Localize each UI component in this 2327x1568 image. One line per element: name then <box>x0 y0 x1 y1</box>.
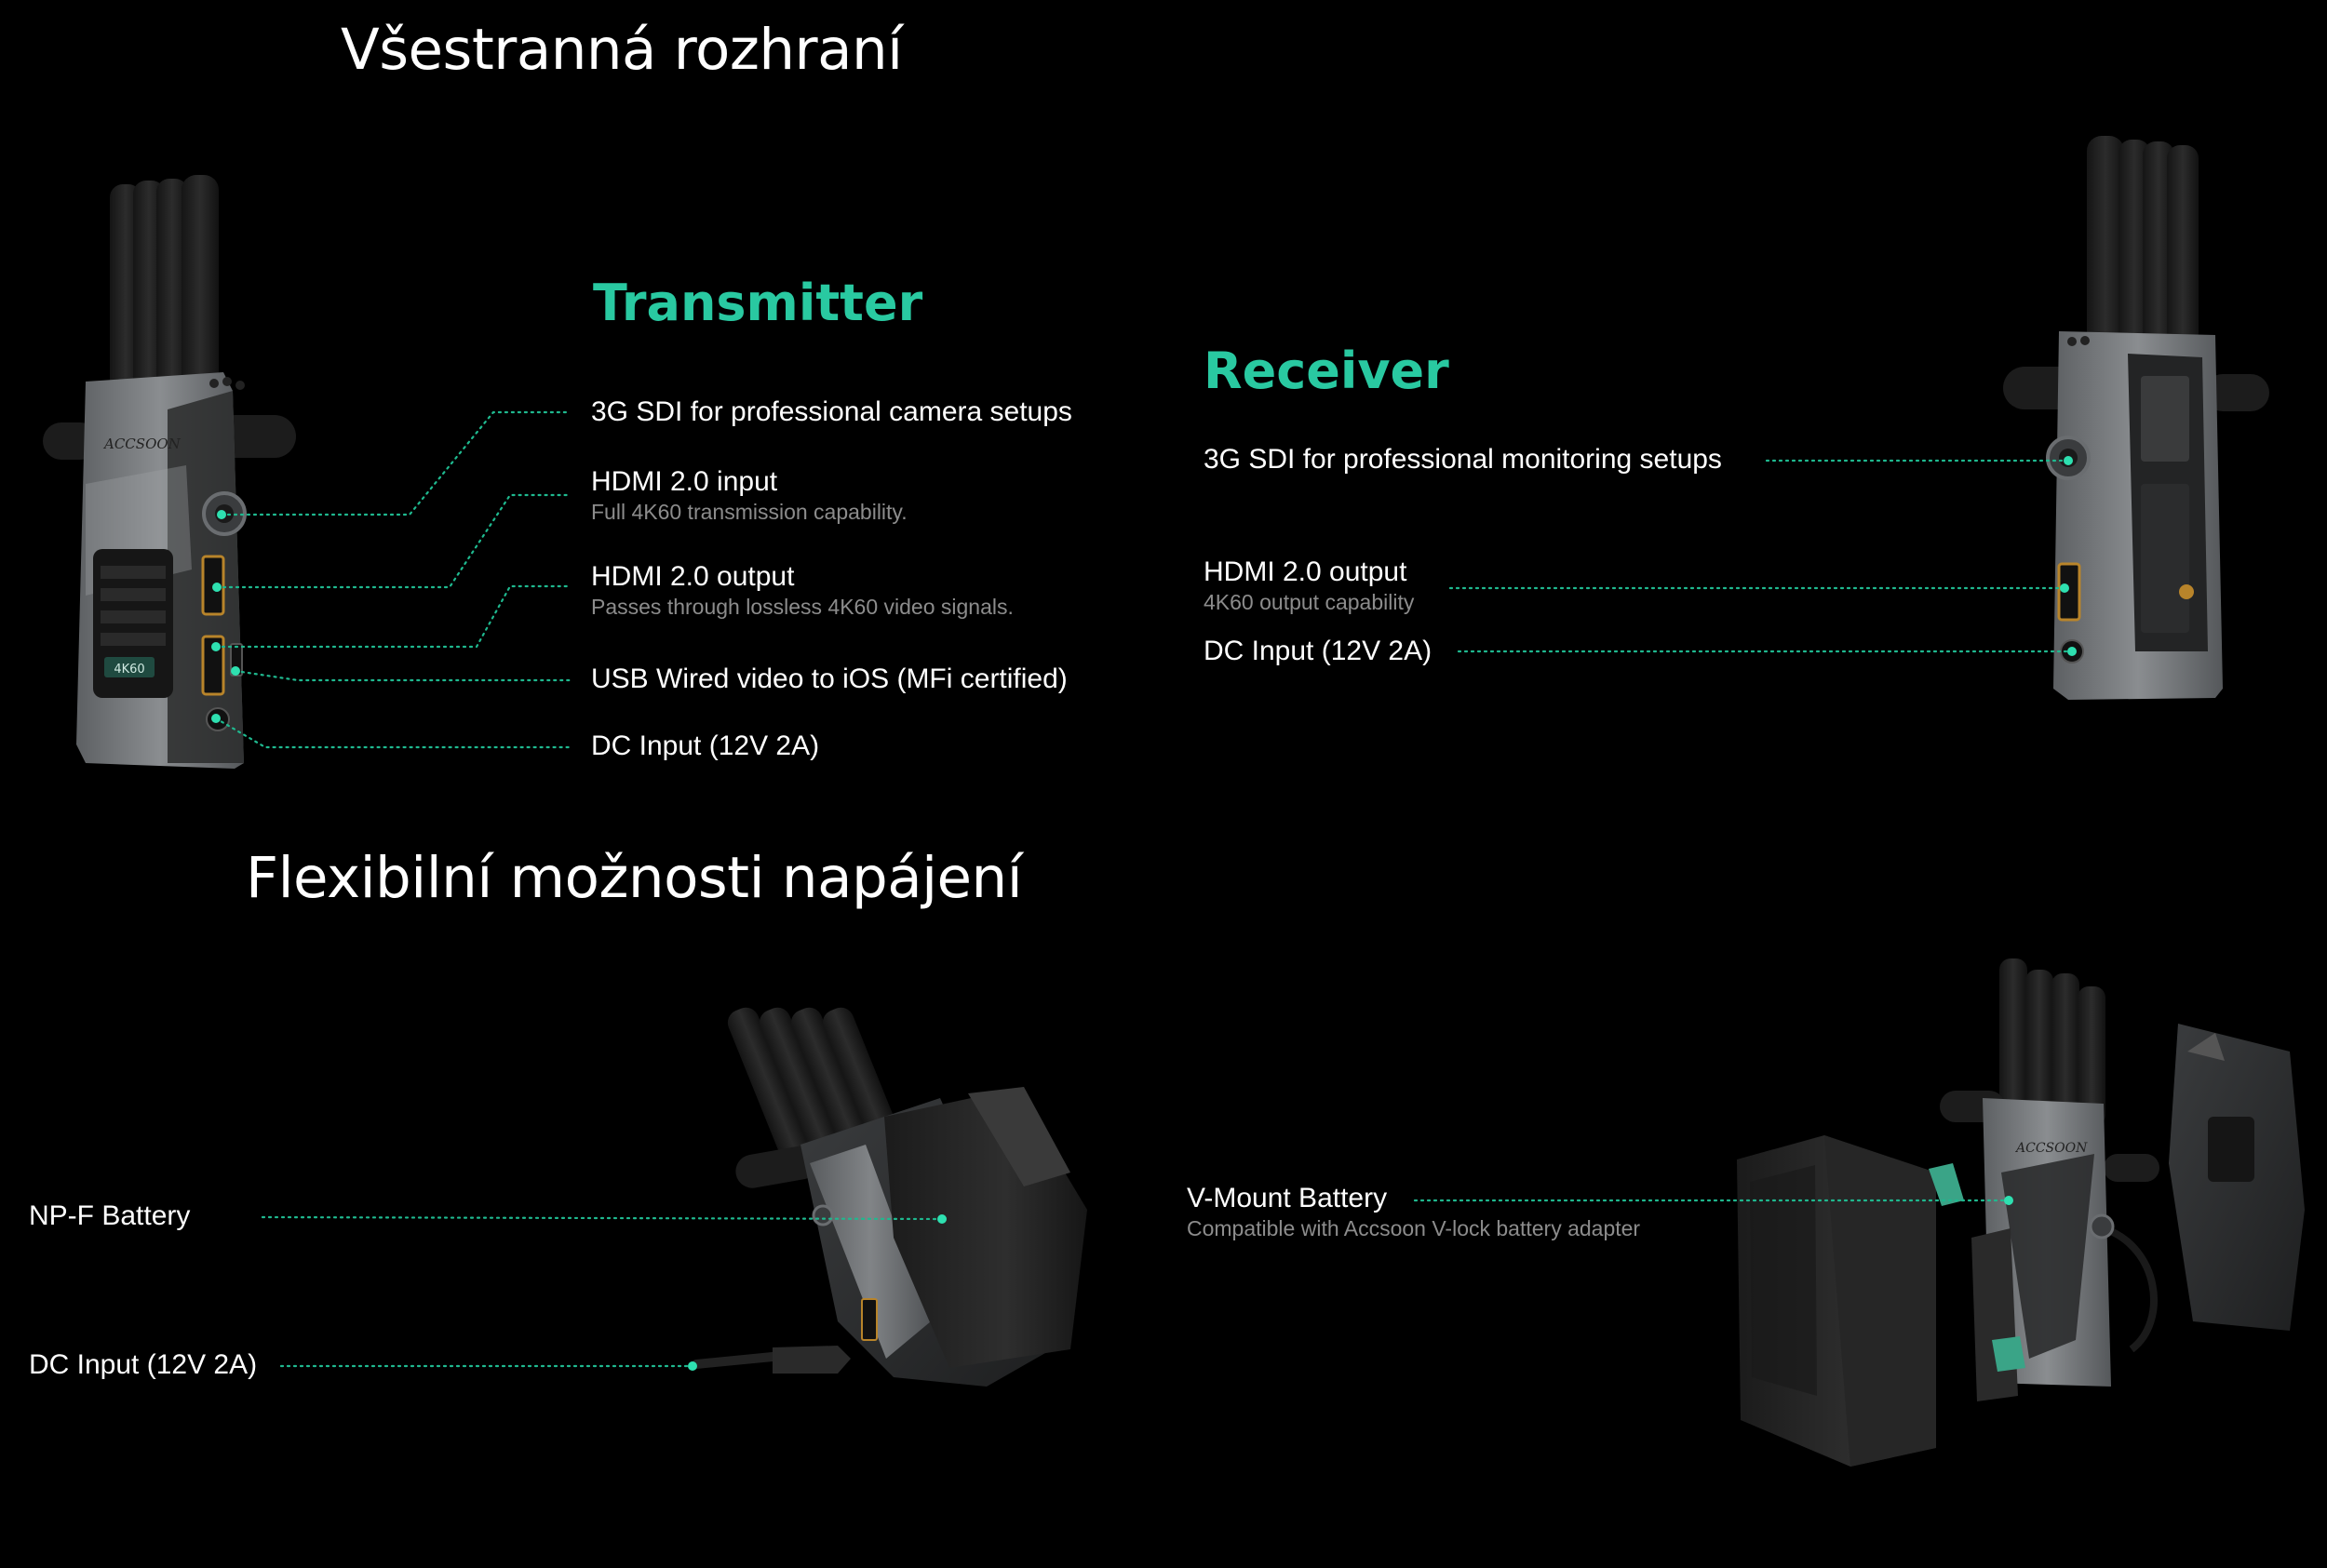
npf-leader-lines <box>261 1214 947 1371</box>
transmitter-sdi-dot <box>217 510 226 519</box>
npf-device <box>692 1007 1087 1387</box>
transmitter-usb-dot <box>231 666 240 676</box>
transmitter-port-dc-label: DC Input (12V 2A) <box>591 730 820 761</box>
receiver-device <box>2003 136 2269 700</box>
receiver-hdmi-out-port <box>2057 562 2081 622</box>
transmitter-port-usb-label: USB Wired video to iOS (MFi certified) <box>591 663 1068 694</box>
receiver-port-hdmi-out-label: HDMI 2.0 output <box>1204 556 1407 587</box>
transmitter-port-hdmi-in-sub: Full 4K60 transmission capability. <box>591 500 908 524</box>
npf-battery-dot <box>937 1214 947 1224</box>
transmitter-right-handle <box>214 415 296 458</box>
transmitter-hdmi-out-port <box>201 635 225 696</box>
transmitter-badge <box>104 657 155 677</box>
power-vmount-sub: Compatible with Accsoon V-lock battery a… <box>1187 1216 1641 1240</box>
receiver-port-hdmi-out-sub: 4K60 output capability <box>1204 590 1415 614</box>
npf-dc-dot <box>688 1361 697 1371</box>
vmount-adapter-plate <box>1971 1228 2018 1401</box>
vmount-brand-logo: ACCSOON <box>2014 1141 2088 1156</box>
transmitter-brand-logo: ACCSOON <box>102 436 182 452</box>
transmitter-hdmi-in-dot <box>212 583 222 592</box>
vmount-leader-lines <box>1413 1196 2013 1205</box>
transmitter-title: Transmitter <box>593 274 923 332</box>
transmitter-port-usb: USB Wired video to iOS (MFi certified) <box>591 663 1068 694</box>
receiver-port-sdi-label: 3G SDI for professional monitoring setup… <box>1204 444 1722 475</box>
power-npf: NP-F Battery <box>29 1200 190 1231</box>
transmitter-port-hdmi-out-label: HDMI 2.0 output <box>591 561 795 592</box>
interfaces-heading: Všestranná rozhraní <box>341 17 903 83</box>
receiver-sdi-dot <box>2064 456 2073 465</box>
transmitter-port-sdi: 3G SDI for professional camera setups <box>591 396 1072 427</box>
transmitter-hdmi-out-dot <box>211 642 221 651</box>
vmount-antennas <box>1999 958 2105 1126</box>
transmitter-device: 4K60 ACCSOON <box>43 175 296 769</box>
transmitter-port-hdmi-in-label: HDMI 2.0 input <box>591 466 778 497</box>
receiver-hdmi-dot <box>2060 583 2069 593</box>
transmitter-badge-text: 4K60 <box>114 663 144 677</box>
receiver-leader-lines <box>1448 456 2077 656</box>
transmitter-port-hdmi-out: HDMI 2.0 output Passes through lossless … <box>591 561 1014 619</box>
transmitter-dc-dot <box>211 714 221 723</box>
vmount-device: ACCSOON <box>1737 958 2305 1467</box>
transmitter-port-sdi-label: 3G SDI for professional camera setups <box>591 396 1072 427</box>
transmitter-port-dc: DC Input (12V 2A) <box>591 730 819 761</box>
npf-dc-cable <box>692 1352 777 1369</box>
vmount-dot <box>2004 1196 2013 1205</box>
receiver-antennas <box>2087 136 2199 346</box>
vmount-cable <box>2102 1225 2158 1353</box>
transmitter-antennas <box>110 175 219 395</box>
transmitter-port-hdmi-in: HDMI 2.0 input Full 4K60 transmission ca… <box>591 466 908 524</box>
receiver-dc-dot <box>2067 647 2077 656</box>
power-npf-label: NP-F Battery <box>29 1200 191 1231</box>
transmitter-port-hdmi-out-sub: Passes through lossless 4K60 video signa… <box>591 595 1014 619</box>
npf-dc-plug <box>773 1346 851 1374</box>
power-heading: Flexibilní možnosti napájení <box>246 845 1023 911</box>
transmitter-leader-lines <box>211 410 572 749</box>
receiver-title: Receiver <box>1204 342 1449 400</box>
power-dc: DC Input (12V 2A) <box>29 1349 257 1380</box>
receiver-port-hdmi-out: HDMI 2.0 output 4K60 output capability <box>1204 556 1414 614</box>
receiver-port-dc: DC Input (12V 2A) <box>1204 636 1432 666</box>
receiver-port-dc-label: DC Input (12V 2A) <box>1204 636 1433 666</box>
power-dc-label: DC Input (12V 2A) <box>29 1349 258 1380</box>
receiver-right-handle <box>2204 374 2269 411</box>
receiver-port-sdi: 3G SDI for professional monitoring setup… <box>1204 444 1722 475</box>
power-vmount-label: V-Mount Battery <box>1187 1183 1388 1213</box>
vmount-latch <box>1929 1163 1964 1206</box>
power-vmount: V-Mount Battery Compatible with Accsoon … <box>1187 1183 1640 1240</box>
